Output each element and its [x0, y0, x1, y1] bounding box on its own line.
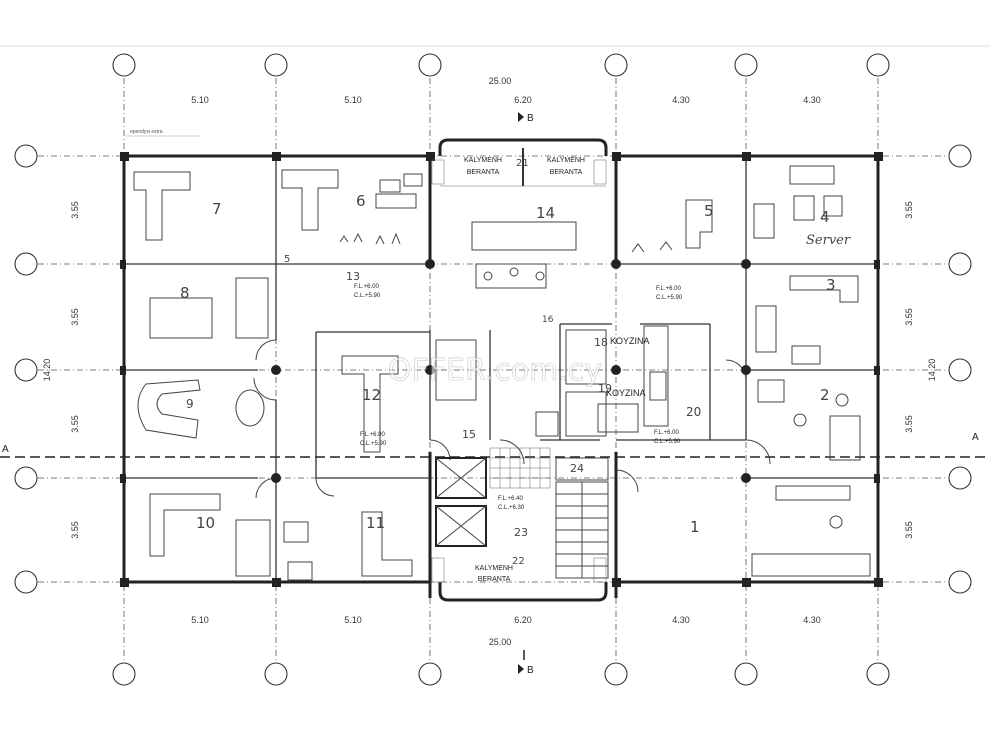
right-total-dimension: 14.20	[927, 359, 937, 382]
room-number-7: 7	[212, 200, 222, 218]
top-span-4: 4.30	[672, 95, 690, 105]
balcony-top-right-line1: KALYMENH	[547, 157, 585, 164]
room-number-16: 16	[542, 315, 554, 325]
grid-bubbles-bottom	[112, 662, 890, 686]
top-span-5: 4.30	[803, 95, 821, 105]
room-number-9: 9	[186, 397, 194, 411]
right-dimensions: 3.55 3.55 14.20 3.55 3.55	[904, 201, 937, 539]
svg-text:B: B	[527, 665, 534, 676]
kitchen-label-upper: KOYZINA	[610, 336, 650, 346]
grid-bubbles-left	[14, 144, 38, 594]
level-marker-right-lower: F.L.+6.00 C.L.+5.90	[654, 430, 681, 445]
level-left-lower-cl: C.L.+5.90	[360, 441, 387, 447]
left-dimensions: 3.55 3.55 14.20 3.55 3.55	[42, 201, 80, 539]
bottom-total-dimension: 25.00	[489, 637, 512, 647]
kitchen-label-lower: KOYZINA	[606, 388, 646, 398]
room-number-11: 11	[366, 514, 385, 532]
room-number-19: 19	[598, 382, 612, 395]
room-number-5: 5	[704, 202, 714, 220]
bottom-span-2: 5.10	[344, 615, 362, 625]
section-marker-right: A	[972, 432, 979, 443]
interior-partitions	[124, 156, 878, 582]
balcony-top-right-line2: BERANTA	[550, 169, 583, 176]
room-number-6: 6	[356, 192, 366, 210]
room-number-13: 13	[346, 270, 360, 283]
grid-bubbles-top	[112, 53, 890, 77]
left-span-4: 3.55	[70, 521, 80, 539]
section-marker-top: B	[518, 112, 534, 124]
level-right-upper-cl: C.L.+5.90	[656, 295, 683, 301]
bottom-span-3: 6.20	[514, 615, 532, 625]
level-left-lower-fl: F.L.+6.00	[360, 432, 386, 438]
section-marker-bottom: B	[518, 650, 534, 676]
small-note-top-left: ependysi extra	[130, 129, 163, 135]
bottom-dimensions: 5.10 5.10 6.20 4.30 4.30 25.00	[191, 615, 821, 647]
level-right-lower-fl: F.L.+6.00	[654, 430, 680, 436]
level-right-lower-cl: C.L.+5.90	[654, 439, 681, 445]
room-number-5-small: 5	[284, 254, 290, 265]
top-span-3: 6.20	[514, 95, 532, 105]
level-marker-left-lower: F.L.+6.00 C.L.+5.90	[360, 432, 387, 447]
room-numbers: 7 6 14 5 4 8 3 12 2 10 11 1 13 15 16 18 …	[180, 158, 836, 567]
room-number-12: 12	[362, 386, 381, 404]
balcony-bottom-line1: KALYMENH	[475, 565, 513, 572]
room-number-18: 18	[594, 336, 608, 349]
right-span-2: 3.55	[904, 308, 914, 326]
watermark: OFFER.com.cy	[388, 353, 602, 388]
stairs	[489, 447, 609, 579]
room-number-14: 14	[536, 204, 555, 222]
left-span-2: 3.55	[70, 308, 80, 326]
right-span-4: 3.55	[904, 521, 914, 539]
top-span-1: 5.10	[191, 95, 209, 105]
room-number-1: 1	[690, 518, 700, 536]
top-span-2: 5.10	[344, 95, 362, 105]
svg-text:A: A	[2, 444, 9, 455]
room-number-21: 21	[516, 158, 529, 169]
right-span-3: 3.55	[904, 415, 914, 433]
balcony-bottom: KALYMENH BERANTA	[431, 557, 608, 602]
bottom-span-5: 4.30	[803, 615, 821, 625]
left-total-dimension: 14.20	[42, 359, 52, 382]
level-marker-core: F.L.+6.40 C.L.+6.30	[498, 496, 525, 511]
room-number-15: 15	[462, 428, 476, 441]
section-marker-left: A	[2, 444, 9, 455]
grid-bubbles-right	[948, 144, 972, 594]
level-left-upper-cl: C.L.+5.90	[354, 293, 381, 299]
level-right-upper-fl: F.L.+6.00	[656, 286, 682, 292]
room-number-23: 23	[514, 526, 528, 539]
balcony-top: KALYMENH BERANTA KALYMENH BERANTA	[431, 138, 608, 187]
lift-shafts	[435, 457, 487, 547]
columns	[120, 152, 883, 587]
room-number-10: 10	[196, 514, 215, 532]
balcony-top-left-line1: KALYMENH	[464, 157, 502, 164]
room-number-20: 20	[686, 405, 701, 419]
bottom-span-1: 5.10	[191, 615, 209, 625]
svg-text:A: A	[972, 432, 979, 443]
level-core-cl: C.L.+6.30	[498, 505, 525, 511]
left-span-3: 3.55	[70, 415, 80, 433]
balcony-bottom-line2: BERANTA	[478, 576, 511, 583]
room-number-24: 24	[570, 462, 584, 475]
level-left-upper-fl: F.L.+6.00	[354, 284, 380, 290]
room-number-22: 22	[512, 556, 525, 567]
bottom-span-4: 4.30	[672, 615, 690, 625]
top-total-dimension: 25.00	[489, 76, 512, 86]
level-marker-left-upper: F.L.+6.00 C.L.+5.90	[354, 284, 381, 299]
server-note: Server	[806, 233, 851, 248]
room-number-3: 3	[826, 276, 836, 294]
level-core-fl: F.L.+6.40	[498, 496, 524, 502]
level-marker-right-upper: F.L.+6.00 C.L.+5.90	[656, 286, 683, 301]
room-number-8: 8	[180, 284, 190, 302]
balcony-top-left-line2: BERANTA	[467, 169, 500, 176]
left-span-1: 3.55	[70, 201, 80, 219]
furniture	[133, 165, 871, 581]
svg-text:B: B	[527, 113, 534, 124]
room-number-4: 4	[820, 208, 830, 226]
right-span-1: 3.55	[904, 201, 914, 219]
door-swings	[253, 339, 771, 499]
room-number-2: 2	[820, 386, 830, 404]
top-dimensions: 25.00 5.10 5.10 6.20 4.30 4.30	[191, 76, 821, 105]
